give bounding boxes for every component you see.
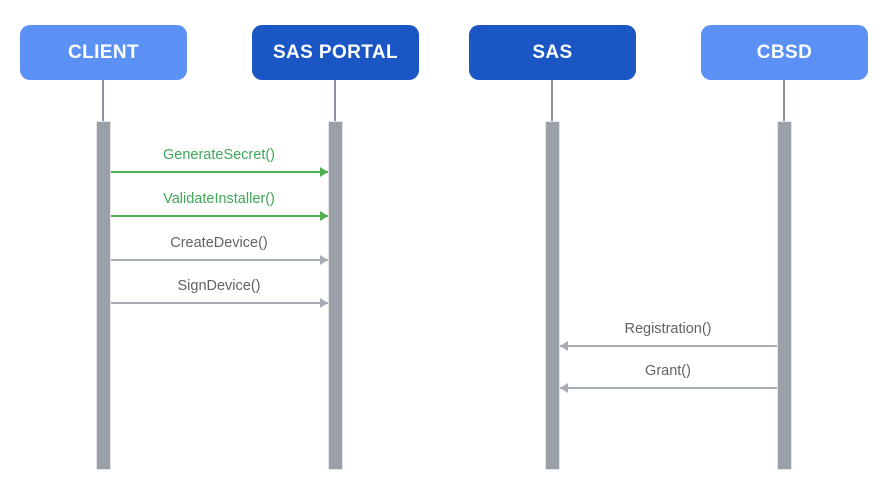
actor-label-client: CLIENT: [67, 41, 139, 63]
message-label-m6: Grant(): [645, 363, 691, 379]
message-label-m3: CreateDevice(): [170, 235, 268, 251]
message-arrowhead-m2: [319, 211, 328, 221]
message-line-m1: [110, 171, 328, 173]
actor-box-sas-portal[interactable]: SAS PORTAL: [252, 25, 419, 80]
activation-bar-sas-portal: [327, 121, 343, 470]
actor-box-client[interactable]: CLIENT: [20, 25, 187, 80]
actor-label-sas: SAS: [532, 41, 573, 63]
lifeline-sas-portal: [334, 80, 336, 121]
actor-box-sas[interactable]: SAS: [469, 25, 636, 80]
lifeline-client: [102, 80, 104, 121]
message-label-m4: SignDevice(): [177, 278, 261, 294]
lifeline-cbsd: [783, 80, 785, 121]
message-label-m2: ValidateInstaller(): [163, 191, 275, 207]
message-arrowhead-m1: [319, 167, 328, 177]
message-line-m2: [110, 215, 328, 217]
actor-label-cbsd: CBSD: [756, 41, 813, 63]
message-line-m3: [110, 259, 328, 261]
activation-bar-cbsd: [776, 121, 792, 470]
message-arrowhead-m4: [319, 298, 328, 308]
lifeline-sas: [551, 80, 553, 121]
message-label-m1: GenerateSecret(): [162, 147, 276, 163]
message-line-m4: [110, 302, 328, 304]
message-line-m6: [559, 387, 777, 389]
actor-box-cbsd[interactable]: CBSD: [701, 25, 868, 80]
message-arrowhead-m3: [319, 255, 328, 265]
message-line-m5: [559, 345, 777, 347]
activation-bar-sas: [544, 121, 560, 470]
message-arrowhead-m6: [559, 383, 568, 393]
activation-bar-client: [95, 121, 111, 470]
message-arrowhead-m5: [559, 341, 568, 351]
message-label-m5: Registration(): [624, 321, 712, 337]
actor-label-sas-portal: SAS PORTAL: [272, 41, 399, 63]
